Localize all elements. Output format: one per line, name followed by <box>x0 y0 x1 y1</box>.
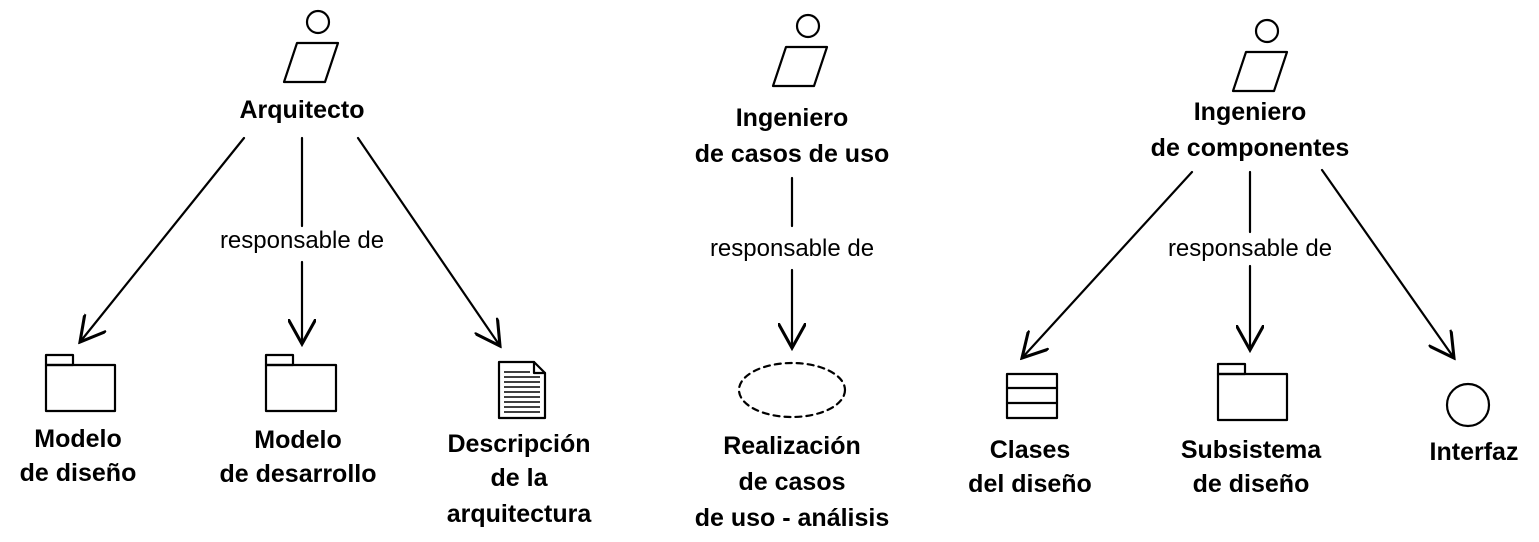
artifact-modelo-diseno: Modelo de diseño <box>20 353 137 487</box>
worker-ingeniero-casos-uso: Ingeniero de casos de uso <box>695 13 890 168</box>
artifact-label-line: Modelo <box>254 426 342 454</box>
dashed-ellipse-icon <box>737 361 847 419</box>
arrow-to-clases <box>1022 170 1194 358</box>
worker-icon <box>282 9 340 84</box>
folder-icon <box>44 353 117 413</box>
artifact-label-line: Clases <box>990 436 1071 464</box>
artifact-clases-diseno: Clases del diseño <box>968 372 1092 498</box>
worker-name-line: Ingeniero <box>736 104 849 132</box>
folder-icon <box>1216 362 1289 422</box>
interface-circle-icon <box>1445 382 1491 428</box>
artifact-realizacion-casos-uso: Realización de casos de uso - análisis <box>695 361 890 532</box>
worker-name-line: de casos de uso <box>695 140 890 168</box>
artifact-label-line: de diseño <box>20 459 137 487</box>
arrow-to-descripcion <box>356 136 500 346</box>
artifact-label-line: Realización <box>723 432 861 460</box>
artifact-label-line: Interfaz <box>1430 438 1519 466</box>
worker-icon <box>771 13 829 88</box>
document-icon <box>497 360 547 420</box>
artifact-label-line: Descripción <box>447 430 590 458</box>
artifact-label-line: del diseño <box>968 470 1092 498</box>
worker-name: Arquitecto <box>240 96 365 124</box>
relation-label: responsable de <box>1168 235 1332 262</box>
artifact-label-line: de uso - análisis <box>695 504 890 532</box>
artifact-descripcion-arquitectura: Descripción de la arquitectura <box>447 360 593 528</box>
artifact-label-line: de desarrollo <box>220 460 377 488</box>
relation-label: responsable de <box>710 235 874 262</box>
artifact-interfaz: Interfaz <box>1430 382 1519 466</box>
worker-ingeniero-componentes: Ingeniero de componentes <box>1151 18 1350 162</box>
relation-label: responsable de <box>220 227 384 254</box>
artifact-label-line: de la <box>491 464 549 492</box>
artifact-subsistema-diseno: Subsistema de diseño <box>1181 362 1322 498</box>
artifact-label-line: Modelo <box>34 425 122 453</box>
artifact-label-line: arquitectura <box>447 500 593 528</box>
arrow-to-modelo-diseno <box>80 136 246 342</box>
worker-arquitecto: Arquitecto <box>240 9 365 124</box>
artifact-label-line: Subsistema <box>1181 436 1322 464</box>
worker-name-line: de componentes <box>1151 134 1350 162</box>
artifact-label-line: de diseño <box>1193 470 1310 498</box>
arrow-to-interfaz <box>1320 168 1454 358</box>
worker-name-line: Ingeniero <box>1194 98 1307 126</box>
folder-icon <box>264 353 338 413</box>
artifact-label-line: de casos <box>738 468 845 496</box>
class-icon <box>1005 372 1059 420</box>
worker-icon <box>1231 18 1289 93</box>
artifact-modelo-desarrollo: Modelo de desarrollo <box>220 353 377 488</box>
